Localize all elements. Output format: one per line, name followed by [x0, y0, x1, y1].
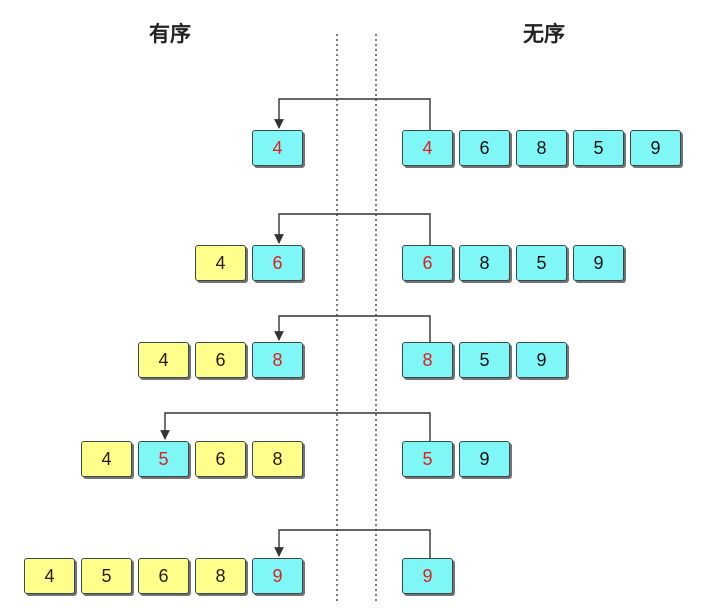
unsorted-element: 9 [516, 342, 567, 378]
sorted-heading: 有序 [149, 22, 191, 46]
unsorted-element: 5 [516, 245, 567, 281]
unsorted-element: 6 [459, 130, 510, 166]
sorted-element: 6 [138, 558, 189, 594]
sorted-element: 6 [195, 342, 246, 378]
unsorted-element: 9 [573, 245, 624, 281]
unsorted-element: 8 [459, 245, 510, 281]
unsorted-element: 8 [402, 342, 453, 378]
insertion-arrow [274, 98, 431, 130]
inserted-element: 8 [252, 342, 303, 378]
sorted-element: 4 [195, 245, 246, 281]
inserted-element: 5 [138, 441, 189, 477]
inserted-element: 6 [252, 245, 303, 281]
sorted-element: 4 [81, 441, 132, 477]
unsorted-element: 9 [402, 558, 453, 594]
sorted-element: 4 [138, 342, 189, 378]
insertion-arrow [160, 412, 431, 441]
sorted-element: 6 [195, 441, 246, 477]
insertion-arrow [274, 529, 431, 558]
insertion-arrow [274, 213, 431, 245]
unsorted-element: 9 [459, 441, 510, 477]
sorted-element: 4 [24, 558, 75, 594]
unsorted-element: 5 [459, 342, 510, 378]
insertion-arrow [274, 315, 431, 342]
sorted-element: 8 [195, 558, 246, 594]
unsorted-element: 8 [516, 130, 567, 166]
sorted-element: 8 [252, 441, 303, 477]
sorted-element: 5 [81, 558, 132, 594]
unsorted-element: 9 [630, 130, 681, 166]
unsorted-element: 5 [402, 441, 453, 477]
unsorted-element: 5 [573, 130, 624, 166]
unsorted-heading: 无序 [523, 22, 565, 46]
unsorted-element: 6 [402, 245, 453, 281]
inserted-element: 9 [252, 558, 303, 594]
inserted-element: 4 [252, 130, 303, 166]
unsorted-element: 4 [402, 130, 453, 166]
